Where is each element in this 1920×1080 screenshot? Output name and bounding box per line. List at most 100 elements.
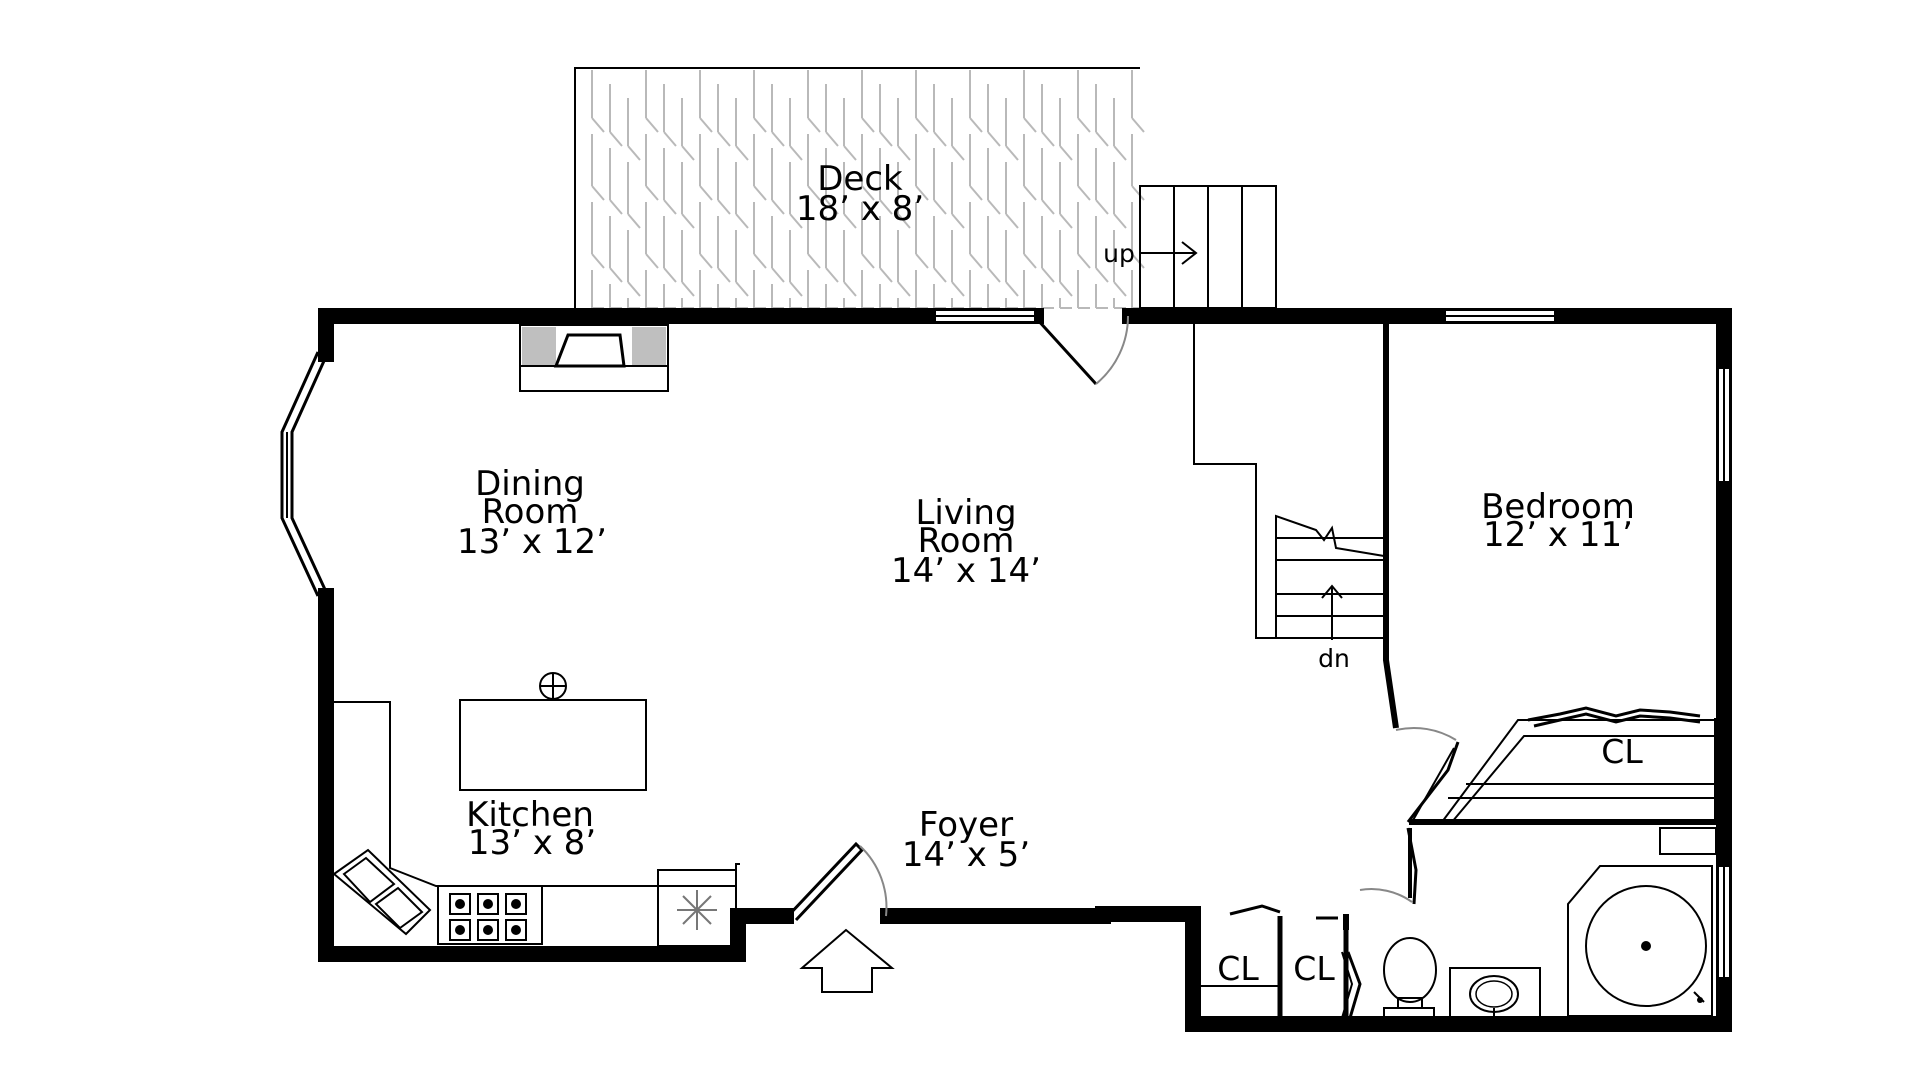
deck-stairs: up xyxy=(1103,185,1277,309)
deck-board-joint xyxy=(825,131,839,147)
pendant-light-icon xyxy=(539,672,567,700)
deck-board-joint xyxy=(753,117,767,133)
living-name-line1: Living xyxy=(915,493,1016,533)
deck-board-joint xyxy=(1041,131,1055,147)
dining-name-line1: Dining xyxy=(475,464,585,504)
deck-board-joint xyxy=(789,281,803,297)
drain-icon xyxy=(1641,941,1651,951)
deck-board-joint xyxy=(915,117,929,133)
deck-board-joint xyxy=(681,213,695,229)
deck-board-joint xyxy=(951,145,965,161)
deck-board-joint xyxy=(825,267,839,283)
up-arrowhead-icon xyxy=(1181,241,1198,265)
refrigerator-icon xyxy=(657,869,737,947)
deck-board-joint xyxy=(1059,213,1073,229)
window-bedroom-right xyxy=(1717,367,1731,483)
deck-board-joint xyxy=(1113,213,1127,229)
deck-board-joint xyxy=(1005,281,1019,297)
deck-board-joint xyxy=(663,199,677,215)
deck-door xyxy=(1034,315,1130,386)
dining-size: 13’ x 12’ xyxy=(457,522,607,562)
deck-board-joint xyxy=(897,281,911,297)
bathtub xyxy=(1567,865,1713,1017)
deck-board-joint xyxy=(699,185,713,201)
kitchen-label: Kitchen 13’ x 8’ xyxy=(466,795,596,863)
deck-board-joint xyxy=(879,199,893,215)
deck-board-joint xyxy=(699,253,713,269)
window-bedroom-top xyxy=(1444,309,1556,323)
dining-room-label: Dining Room 13’ x 12’ xyxy=(457,464,607,562)
deck-board-joint xyxy=(753,253,767,269)
toilet-icon xyxy=(1383,937,1437,1019)
deck-board-joint xyxy=(879,131,893,147)
deck-board-joint xyxy=(771,131,785,147)
living-room-label: Living Room 14’ x 14’ xyxy=(891,493,1041,591)
deck-board-joint xyxy=(735,145,749,161)
deck-board-joint xyxy=(717,267,731,283)
closet-left-label: CL xyxy=(1217,949,1259,988)
deck-board-joint xyxy=(861,117,875,133)
bedroom-label: Bedroom 12’ x 11’ xyxy=(1481,487,1635,555)
deck-board-joint xyxy=(807,185,821,201)
stairs-dn-label: dn xyxy=(1318,644,1350,673)
deck-board-joint xyxy=(897,145,911,161)
deck-board-joint xyxy=(681,281,695,297)
entry-arrow-icon xyxy=(799,928,895,993)
deck-board-joint xyxy=(969,117,983,133)
deck-label: Deck 18’ x 8’ xyxy=(796,159,924,229)
stairs-up-label: up xyxy=(1103,239,1135,268)
bedroom-size: 12’ x 11’ xyxy=(1483,515,1633,555)
deck-board-joint xyxy=(843,213,857,229)
kitchen-sink-icon xyxy=(332,848,432,936)
deck-board-joint xyxy=(645,185,659,201)
deck-board-joint xyxy=(717,131,731,147)
deck-board-joint xyxy=(1023,185,1037,201)
kitchen xyxy=(332,672,740,947)
deck-board-joint xyxy=(807,117,821,133)
foyer-size: 14’ x 5’ xyxy=(902,835,1030,875)
deck-board-joint xyxy=(915,253,929,269)
deck-board-joint xyxy=(1131,117,1145,133)
foyer-label: Foyer 14’ x 5’ xyxy=(902,805,1030,875)
deck-board-joint xyxy=(663,131,677,147)
deck-board-joint xyxy=(987,267,1001,283)
window-bath-right xyxy=(1717,865,1731,979)
deck-board-joint xyxy=(645,253,659,269)
deck-board-joint xyxy=(969,185,983,201)
deck-board-joint xyxy=(825,199,839,215)
living-name-line2: Room xyxy=(918,521,1015,561)
kitchen-island xyxy=(459,699,647,791)
deck-board-joint xyxy=(627,281,641,297)
kitchen-name: Kitchen xyxy=(466,795,594,835)
deck-board-joint xyxy=(1077,253,1091,269)
deck-board-joint xyxy=(1023,117,1037,133)
bedroom-closet: CL xyxy=(1441,706,1716,823)
deck-board-joint xyxy=(645,117,659,133)
deck-board-joint xyxy=(1131,253,1145,269)
deck-board-joint xyxy=(1095,131,1109,147)
deck-board-joint xyxy=(609,267,623,283)
dn-arrowhead-icon xyxy=(1321,584,1343,599)
deck-board-joint xyxy=(987,199,1001,215)
deck-board-joint xyxy=(879,267,893,283)
foyer-closets: CL CL xyxy=(1200,904,1362,1020)
deck-board-joint xyxy=(735,213,749,229)
deck-board-joint xyxy=(843,145,857,161)
deck-board-joint xyxy=(771,267,785,283)
basement-stairs: dn xyxy=(1193,322,1385,673)
deck-board-joint xyxy=(1095,267,1109,283)
deck-board-joint xyxy=(933,199,947,215)
bedroom-name: Bedroom xyxy=(1481,487,1635,527)
deck-board-joint xyxy=(1005,213,1019,229)
deck-board-joint xyxy=(1113,281,1127,297)
deck-board-joint xyxy=(933,267,947,283)
deck-board-joint xyxy=(735,281,749,297)
deck-board-joint xyxy=(609,131,623,147)
deck-name: Deck xyxy=(817,159,903,199)
bedroom-walls xyxy=(1383,322,1724,825)
bay-window xyxy=(280,351,330,597)
deck-board-joint xyxy=(591,185,605,201)
deck-board-joint xyxy=(771,199,785,215)
deck-board-joint xyxy=(1041,267,1055,283)
